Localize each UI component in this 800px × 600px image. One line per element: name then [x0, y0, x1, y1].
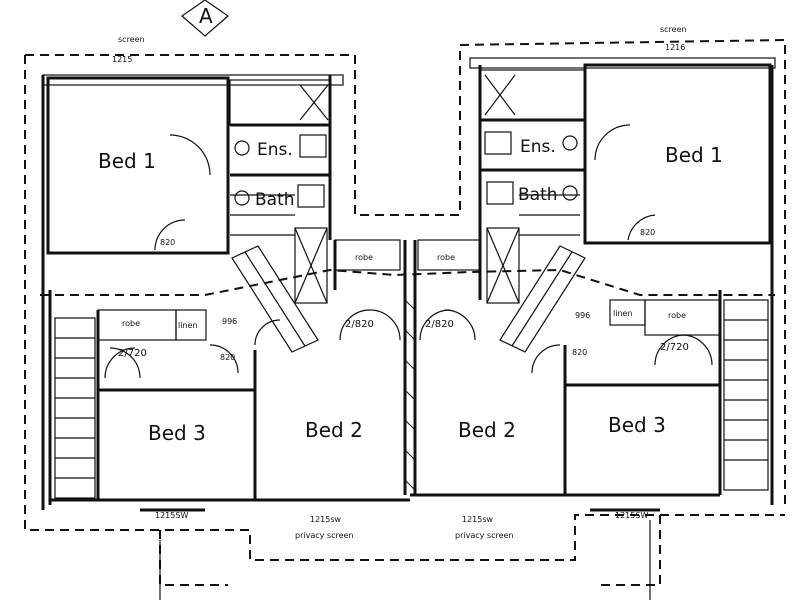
diagonal-flight-right [499, 245, 586, 353]
left-unit-walls [41, 74, 410, 510]
corridor-robes: robe robe [334, 239, 481, 271]
privacy-screen-left: privacy screen [295, 531, 354, 540]
diagonal-flight-left [231, 245, 319, 353]
door-996-left: 996 [222, 317, 237, 326]
door-2x720-right: 2/720 [660, 342, 689, 353]
room-label-bath-left: Bath [255, 190, 295, 210]
door-996-right: 996 [575, 311, 590, 320]
stairs-center-left [230, 194, 328, 304]
screen-label-top-right: screen [660, 25, 687, 34]
room-label-bed1-right: Bed 1 [665, 143, 723, 167]
privacy-screen-right: privacy screen [455, 531, 514, 540]
dim-bottom-right: 1215SW [615, 511, 648, 520]
door-820-left-b: 820 [160, 238, 175, 247]
dim-bottom-mid-left: 1215sw [310, 515, 342, 524]
party-wall [403, 240, 417, 495]
stairs-center-right [486, 194, 580, 304]
door-820-left-a: 820 [220, 353, 235, 362]
robe-label-left: robe [122, 319, 140, 328]
dim-top-left: 1215 [112, 55, 132, 64]
room-label-ens-left: Ens. [257, 140, 293, 160]
door-swings [104, 124, 713, 379]
right-unit-walls [410, 57, 776, 505]
door-2x720-left: 2/720 [118, 348, 147, 359]
room-label-bed2-right: Bed 2 [458, 418, 516, 442]
dim-bottom-left: 1215SW [155, 511, 188, 520]
screen-label-top-left: screen [118, 35, 145, 44]
robe-label-mid-right: robe [437, 253, 455, 262]
marker-label: A [199, 4, 213, 28]
dim-bottom-mid-right: 1215sw [462, 515, 494, 524]
robe-label-mid-left: robe [355, 253, 373, 262]
room-label-bed2-left: Bed 2 [305, 418, 363, 442]
door-820-right-a: 820 [572, 348, 587, 357]
room-label-ens-right: Ens. [520, 137, 556, 157]
fixtures-right [484, 74, 578, 205]
dim-top-right: 1216 [665, 43, 685, 52]
door-2x820-right: 2/820 [425, 319, 454, 330]
room-label-bed3-right: Bed 3 [608, 413, 666, 437]
stairs-right [723, 299, 769, 491]
room-label-bath-right: Bath [518, 185, 558, 205]
stairs-left [54, 317, 96, 499]
bottom-screens [140, 508, 660, 600]
door-820-right-b: 820 [640, 228, 655, 237]
section-marker-a: A [181, 0, 229, 37]
linen-label-right: linen [613, 309, 633, 318]
linen-label-left: linen [178, 321, 198, 330]
fixtures-left [234, 84, 329, 208]
room-label-bed1-left: Bed 1 [98, 149, 156, 173]
door-2x820-left: 2/820 [345, 319, 374, 330]
robe-label-right: robe [668, 311, 686, 320]
room-label-bed3-left: Bed 3 [148, 421, 206, 445]
